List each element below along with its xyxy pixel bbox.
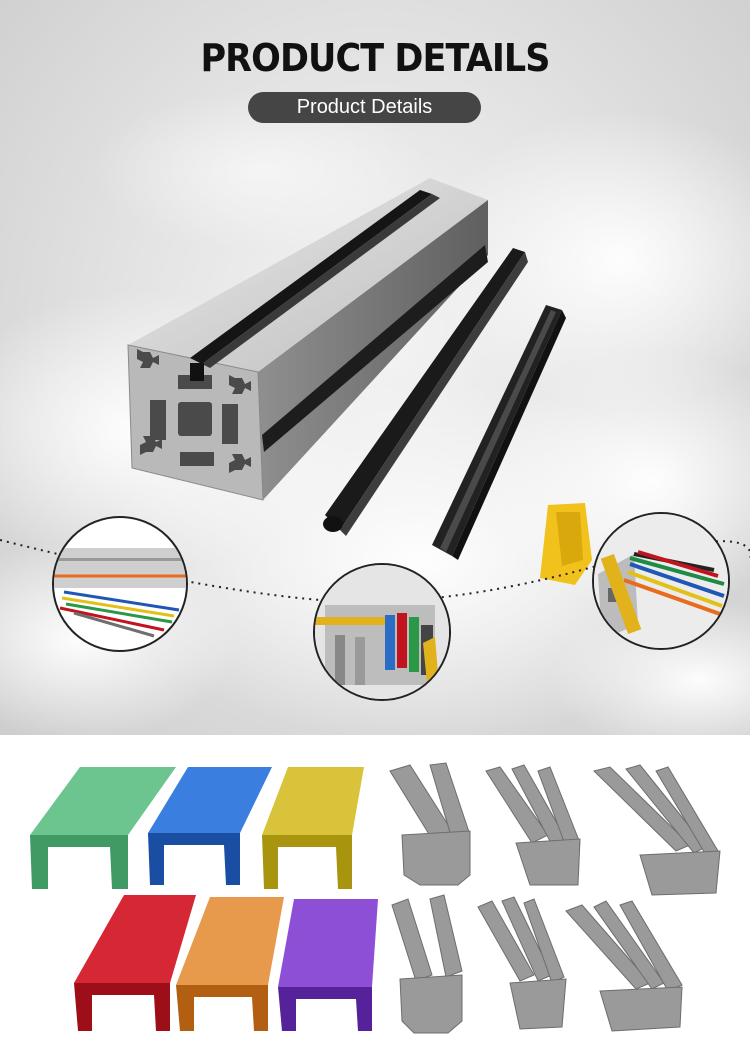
strip-variants-illustration (30, 762, 721, 1034)
detail-circle-left (52, 516, 188, 652)
strip-variants-section (0, 735, 750, 1041)
grey-strip-6 (565, 900, 683, 1032)
purple-cover-strip (278, 899, 378, 1031)
yellow-cover-strip (262, 767, 364, 889)
page-title: PRODUCT DETAILS (200, 36, 550, 80)
orange-cover-strip (176, 897, 284, 1031)
hero-section: PRODUCT DETAILS Product Details (0, 0, 750, 735)
grey-strip-3 (593, 764, 721, 896)
grey-strip-1 (389, 762, 471, 886)
grey-strip-4 (391, 894, 463, 1034)
grey-strip-5 (477, 896, 567, 1030)
red-cover-strip (74, 895, 196, 1031)
blue-cover-strip (148, 767, 272, 885)
yellow-clip-illustration (540, 503, 592, 585)
cloud-background (0, 90, 750, 735)
detail-circle-center (313, 563, 451, 701)
green-cover-strip (30, 767, 176, 889)
aluminum-profile-illustration (127, 178, 488, 501)
subtitle-pill: Product Details (248, 92, 481, 123)
black-strip-illustration (323, 248, 528, 536)
black-u-strip-illustration (432, 305, 566, 560)
detail-circle-right (592, 512, 730, 650)
grey-strip-2 (485, 764, 581, 886)
